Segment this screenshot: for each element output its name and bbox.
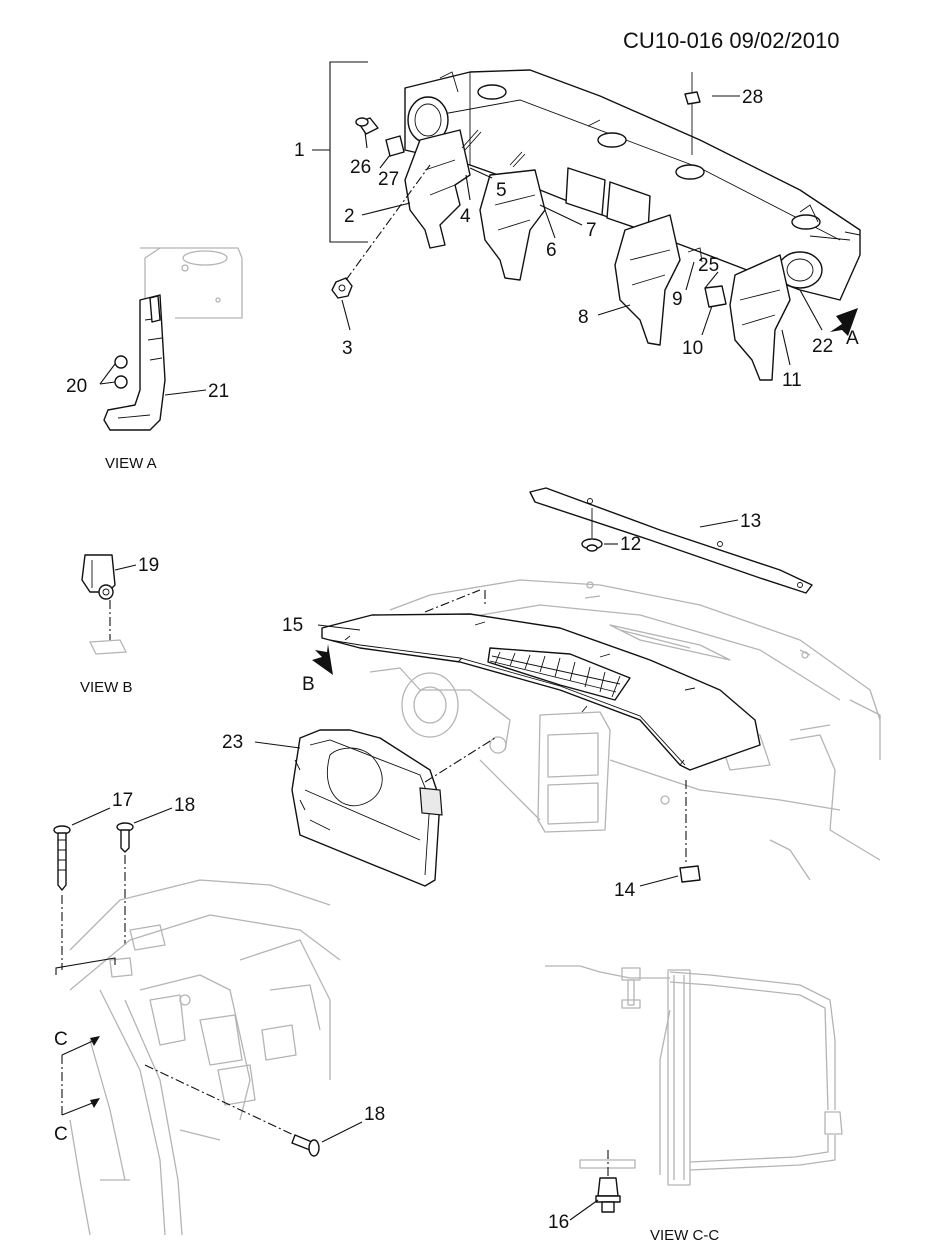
callout-number-21: 21 [208, 381, 229, 402]
callout-number-16: 16 [548, 1212, 569, 1233]
lower-dash-ghost [69, 879, 341, 1236]
callout-number-c: C [54, 1124, 68, 1145]
clip-14 [639, 780, 701, 887]
callout-number-3: 3 [342, 338, 353, 359]
upper-trim-panel-15 [317, 589, 761, 771]
diagram-code: CU10-016 09/02/2010 [623, 28, 840, 53]
callout-number-13: 13 [740, 511, 761, 532]
callout-number-8: 8 [578, 307, 589, 328]
callout-number-23: 23 [222, 732, 243, 753]
view-arrow-b: B [302, 644, 333, 695]
callout-number-9: 9 [672, 289, 683, 310]
callout-number-2: 2 [344, 206, 355, 227]
callout-number-26: 26 [350, 157, 371, 178]
callout-number-28: 28 [742, 87, 763, 108]
callout-number-b: B [302, 674, 315, 695]
callout-number-14: 14 [614, 880, 636, 901]
callout-number-12: 12 [620, 534, 641, 555]
view-b-detail [81, 554, 137, 655]
bolt-18-lower [291, 1121, 363, 1157]
callout-number-18: 18 [364, 1104, 385, 1125]
callout-number-22: 22 [812, 336, 833, 357]
callout-number-10: 10 [682, 338, 703, 359]
trim-panel-13 [529, 487, 813, 594]
view-a-caption: VIEW A [105, 455, 157, 472]
view-cc-detail [545, 965, 843, 1221]
callout-number-20: 20 [66, 376, 87, 397]
cross-car-beam-assembly [312, 61, 861, 381]
view-cc-caption: VIEW C-C [650, 1227, 719, 1244]
knee-bolster-23 [254, 729, 496, 887]
callout-number-6: 6 [546, 240, 557, 261]
callout-number-5: 5 [496, 180, 507, 201]
view-b-caption: VIEW B [80, 679, 133, 696]
callout-number-27: 27 [378, 169, 399, 190]
view-arrow-a: A [830, 308, 859, 349]
bolt-18-upper [116, 807, 173, 945]
callout-number-19: 19 [138, 555, 159, 576]
section-c-markers: C C [54, 1029, 100, 1145]
view-a-detail [99, 247, 243, 431]
callout-number-25: 25 [698, 255, 719, 276]
top-leaders [341, 95, 823, 366]
callout-number-a: A [846, 328, 859, 349]
callout-number-18: 18 [174, 795, 195, 816]
callout-number-c: C [54, 1029, 68, 1050]
callout-number-11: 11 [782, 370, 802, 391]
callout-number-7: 7 [586, 220, 597, 241]
bolt-17 [53, 807, 111, 970]
callout-number-1: 1 [294, 140, 305, 161]
callout-number-17: 17 [112, 790, 133, 811]
callout-number-4: 4 [460, 206, 471, 227]
callout-number-15: 15 [282, 615, 303, 636]
